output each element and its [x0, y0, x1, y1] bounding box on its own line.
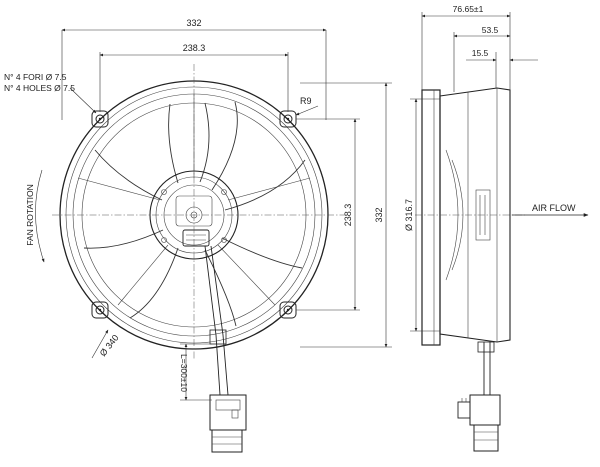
dim-overall-height: 332 [300, 82, 392, 348]
dim-depth-middle: 53.5 [453, 25, 511, 92]
dim-overall-width-label: 332 [186, 18, 201, 28]
dim-hole-spacing-height-label: 238.3 [343, 204, 353, 227]
dim-fan-diameter-label: Ø 316.7 [404, 199, 414, 231]
air-flow-label: AIR FLOW [532, 203, 576, 213]
air-flow-indicator: AIR FLOW [512, 203, 589, 217]
dim-fan-diameter: Ø 316.7 [404, 98, 440, 332]
side-flange [421, 89, 441, 346]
dim-total-depth-label: 76.65±1 [453, 4, 484, 14]
hole-note-en: N° 4 HOLES Ø 7.5 [4, 83, 75, 93]
mounting-hole [91, 301, 109, 319]
dim-overall-height-label: 332 [374, 207, 384, 222]
side-view: AIR FLOW 76.65±1 53.5 15.5 Ø 316.7 [404, 4, 589, 452]
fan-blades [83, 101, 306, 327]
dim-hole-spacing-width-label: 238.3 [183, 43, 206, 53]
dim-cable-length-label: L=300±10 [179, 354, 189, 392]
cable-connector [209, 394, 247, 453]
dim-shroud-diameter: Ø 340 [91, 329, 121, 358]
hole-note: N° 4 FORI Ø 7.5 N° 4 HOLES Ø 7.5 [4, 72, 97, 114]
dim-cable-length: L=300±10 [179, 343, 212, 401]
fan-rotation-label: FAN ROTATION [25, 184, 35, 246]
motor-cable [204, 245, 229, 396]
fan-rotation-indicator: FAN ROTATION [25, 169, 45, 263]
dim-overall-width: 332 [61, 18, 327, 120]
dim-depth-flange: 15.5 [466, 48, 538, 88]
front-view: 332 238.3 N° 4 FORI Ø 7.5 N° 4 HOLES Ø 7… [4, 18, 392, 453]
dim-depth-middle-label: 53.5 [482, 25, 499, 35]
dim-total-depth: 76.65±1 [421, 4, 511, 90]
dim-radius-label: R9 [300, 96, 312, 106]
dim-shroud-diameter-label: Ø 340 [98, 333, 121, 358]
dim-hole-spacing-width: 238.3 [99, 43, 289, 112]
dim-depth-flange-label: 15.5 [472, 48, 489, 58]
hole-note-it: N° 4 FORI Ø 7.5 [4, 72, 67, 82]
dim-radius: R9 [295, 96, 319, 116]
dim-hole-spacing-height: 238.3 [296, 118, 360, 311]
side-connector [457, 394, 501, 452]
side-cable [477, 341, 495, 395]
